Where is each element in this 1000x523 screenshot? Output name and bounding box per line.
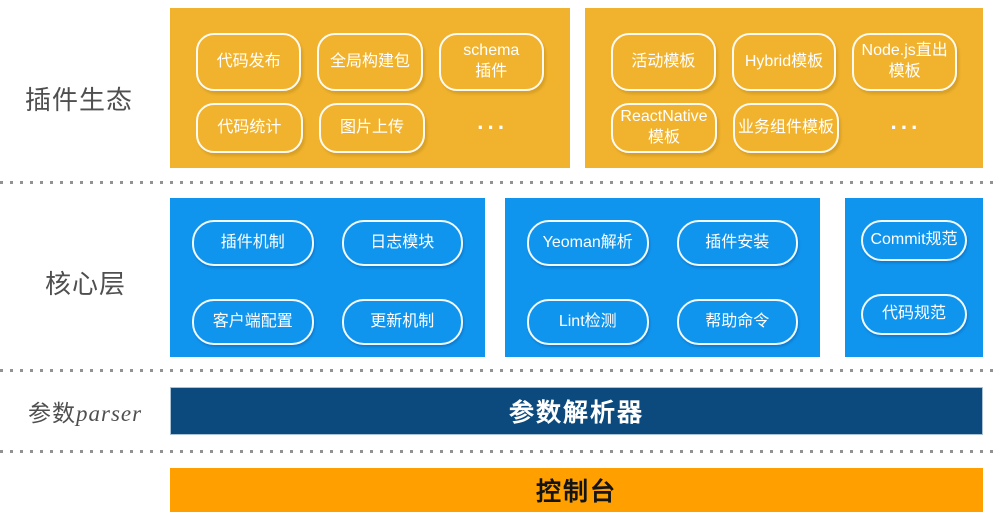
dotted-divider-2 (0, 369, 1000, 372)
dotted-divider-1 (0, 181, 1000, 184)
console-bar: 控制台 (170, 468, 983, 512)
pill-code-spec: 代码规范 (861, 294, 967, 335)
label-core-layer: 核心层 (45, 270, 127, 299)
pill-plugin-mechanism: 插件机制 (192, 220, 314, 266)
pill-image-upload: 图片上传 (318, 103, 426, 153)
ecosystem-left-box: 代码发布 全局构建包 schema 插件 代码统计 图片上传 ··· (170, 8, 570, 168)
core-box-3: Commit规范 代码规范 (845, 198, 983, 357)
ecosystem-right-box: 活动模板 Hybrid模板 Node.js直出 模板 ReactNative 模… (585, 8, 983, 168)
pill-code-stats: 代码统计 (196, 103, 303, 153)
param-parser-bar: 参数解析器 (170, 387, 983, 435)
label-plugin-ecosystem: 插件生态 (25, 86, 134, 115)
more-plugins-ellipsis: ··· (477, 114, 509, 140)
label-param-parser-zh: 参数 (28, 401, 76, 426)
pill-yeoman-parse: Yeoman解析 (527, 220, 649, 266)
pill-global-build-package: 全局构建包 (317, 33, 423, 91)
pill-help-command: 帮助命令 (676, 299, 798, 345)
label-param-parser-en: parser (76, 401, 143, 426)
pill-reactnative-template: ReactNative 模板 (611, 103, 717, 153)
pill-log-module: 日志模块 (341, 220, 463, 266)
core-box-2: Yeoman解析 插件安装 Lint检测 帮助命令 (505, 198, 820, 357)
label-param-parser: 参数parser (28, 394, 142, 428)
core-box-1: 插件机制 日志模块 客户端配置 更新机制 (170, 198, 485, 357)
dotted-divider-3 (0, 450, 1000, 453)
pill-schema-plugin: schema 插件 (438, 33, 544, 91)
pill-code-release: 代码发布 (196, 33, 302, 91)
pill-activity-template: 活动模板 (611, 33, 716, 91)
pill-hybrid-template: Hybrid模板 (731, 33, 837, 91)
pill-nodejs-ssr-template: Node.js直出 模板 (852, 33, 958, 91)
more-templates-ellipsis: ··· (890, 114, 922, 140)
pill-lint-check: Lint检测 (527, 299, 649, 345)
pill-client-config: 客户端配置 (192, 299, 314, 345)
pill-business-component-template: 业务组件模板 (733, 103, 839, 153)
pill-commit-spec: Commit规范 (861, 220, 967, 261)
pill-update-mechanism: 更新机制 (341, 299, 463, 345)
pill-plugin-install: 插件安装 (676, 220, 798, 266)
